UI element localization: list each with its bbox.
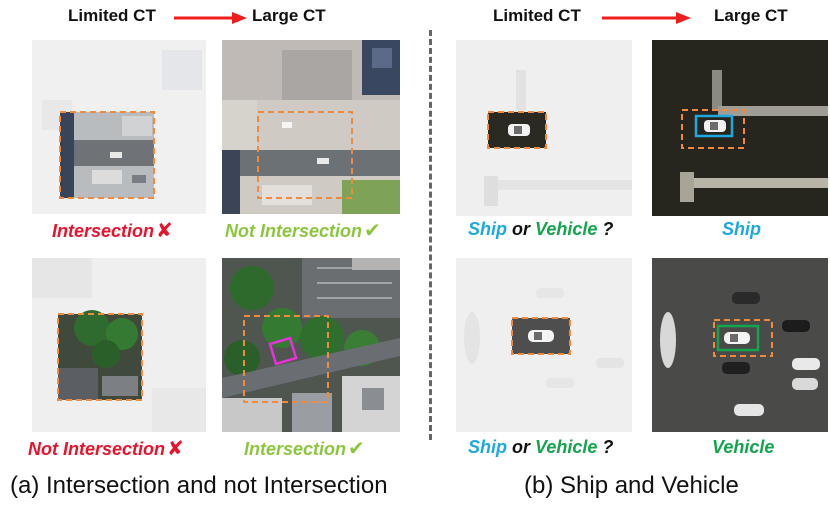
row1-q-ship: Ship xyxy=(468,219,507,239)
cross-icon: ✘ xyxy=(156,220,173,242)
row1-right-label-text: Not Intersection xyxy=(225,221,363,241)
intersection-limited-ct-image-1 xyxy=(32,40,206,214)
ship-limited-ct-image xyxy=(456,40,632,216)
row2-q-or: or xyxy=(512,437,531,457)
cross-icon: ✘ xyxy=(167,438,184,460)
row2-question: Ship or Vehicle ? xyxy=(468,437,613,458)
right-header-large-ct: Large CT xyxy=(714,6,788,25)
intersection-limited-ct-image-2 xyxy=(32,258,206,432)
left-header-arrow xyxy=(174,12,247,24)
left-header-large-ct: Large CT xyxy=(252,6,326,25)
row2-q-mark: ? xyxy=(602,437,614,457)
row2-right-label: Intersection✔ xyxy=(244,436,365,461)
row2-answer: Vehicle xyxy=(712,437,775,457)
row1-q-or: or xyxy=(512,219,531,239)
ship-large-ct-image xyxy=(652,40,828,216)
row1-q-vehicle: Vehicle xyxy=(535,219,598,239)
row2-left-label-text: Not Intersection xyxy=(28,439,166,459)
row1-left-label: Intersection✘ xyxy=(52,218,173,243)
intersection-large-ct-image-1 xyxy=(222,40,400,214)
panel-divider xyxy=(429,30,432,440)
vehicle-large-ct-image xyxy=(652,258,828,432)
intersection-large-ct-image-2 xyxy=(222,258,400,432)
row1-left-label-text: Intersection xyxy=(52,221,155,241)
row2-q-vehicle: Vehicle xyxy=(535,437,598,457)
check-icon: ✔ xyxy=(348,438,365,460)
right-header-limited-ct: Limited CT xyxy=(493,6,581,25)
check-icon: ✔ xyxy=(364,220,381,242)
left-header-limited-ct: Limited CT xyxy=(68,6,156,25)
caption-a: (a) Intersection and not Intersection xyxy=(10,472,388,499)
row2-left-label: Not Intersection✘ xyxy=(28,436,184,461)
right-header-arrow xyxy=(602,12,691,24)
row1-answer: Ship xyxy=(722,219,761,239)
row1-question: Ship or Vehicle ? xyxy=(468,219,613,240)
row2-right-label-text: Intersection xyxy=(244,439,347,459)
row1-q-mark: ? xyxy=(602,219,614,239)
row2-q-ship: Ship xyxy=(468,437,507,457)
row1-right-label: Not Intersection✔ xyxy=(225,218,381,243)
caption-b: (b) Ship and Vehicle xyxy=(524,472,739,499)
vehicle-limited-ct-image xyxy=(456,258,632,432)
